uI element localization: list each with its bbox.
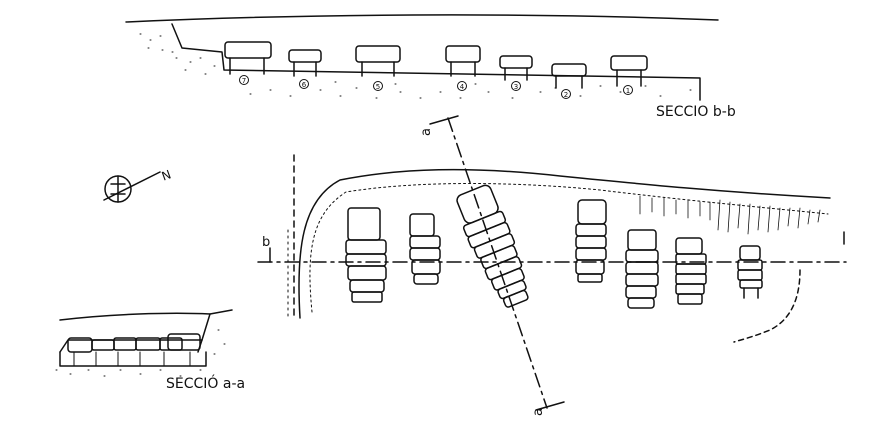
section-bb-top-line <box>125 14 719 23</box>
plan-right-boundary <box>733 269 801 343</box>
section-aa-stipple <box>55 329 226 377</box>
cist-group-6 <box>675 237 707 305</box>
capstone-4 <box>445 45 481 63</box>
section-bb-end-left: b <box>262 235 270 250</box>
section-bb-numbers: 7 6 5 4 3 2 1 <box>242 77 630 99</box>
number-label-2: 2 <box>564 91 568 99</box>
plan-outer-outline <box>298 168 831 319</box>
plan-inner-outline <box>309 183 829 313</box>
section-line-aa <box>447 117 548 409</box>
capstone-5 <box>355 45 401 63</box>
section-aa-top-line <box>59 309 233 321</box>
number-label-3: 3 <box>514 83 518 91</box>
section-bb-stones <box>224 41 648 89</box>
cist-group-1 <box>345 207 387 303</box>
capstone-7 <box>224 41 272 59</box>
section-bb-number-circles <box>239 75 633 99</box>
section-aa-end-top: a <box>419 128 434 136</box>
capstone-2 <box>551 63 587 77</box>
north-label: N <box>160 167 173 183</box>
cist-group-5 <box>625 229 659 309</box>
section-aa-end-bottom: a <box>531 408 546 416</box>
section-bb-stipple <box>139 33 692 99</box>
section-bb-pit-outline <box>171 23 701 101</box>
capstone-1 <box>610 55 648 71</box>
number-label-1: 1 <box>626 87 630 95</box>
section-aa <box>55 309 233 377</box>
number-label-5: 5 <box>376 83 380 91</box>
section-bb <box>125 14 719 101</box>
north-arrow-icon <box>103 171 161 203</box>
plan-hatching <box>639 195 821 235</box>
number-label-6: 6 <box>302 81 307 89</box>
capstone-6 <box>288 49 322 63</box>
section-aa-title: SECCIÓ a-a <box>166 374 245 392</box>
number-label-7: 7 <box>242 77 246 85</box>
section-aa-stones <box>67 333 201 353</box>
cist-group-7 <box>737 245 763 299</box>
cist-group-4 <box>575 199 607 283</box>
capstone-3 <box>499 55 533 69</box>
number-label-4: 4 <box>460 83 465 91</box>
cist-group-3 <box>456 184 529 308</box>
plan-view <box>257 115 847 411</box>
cist-group-2 <box>409 213 441 285</box>
section-bb-title: SECCIO b-b <box>656 104 736 120</box>
